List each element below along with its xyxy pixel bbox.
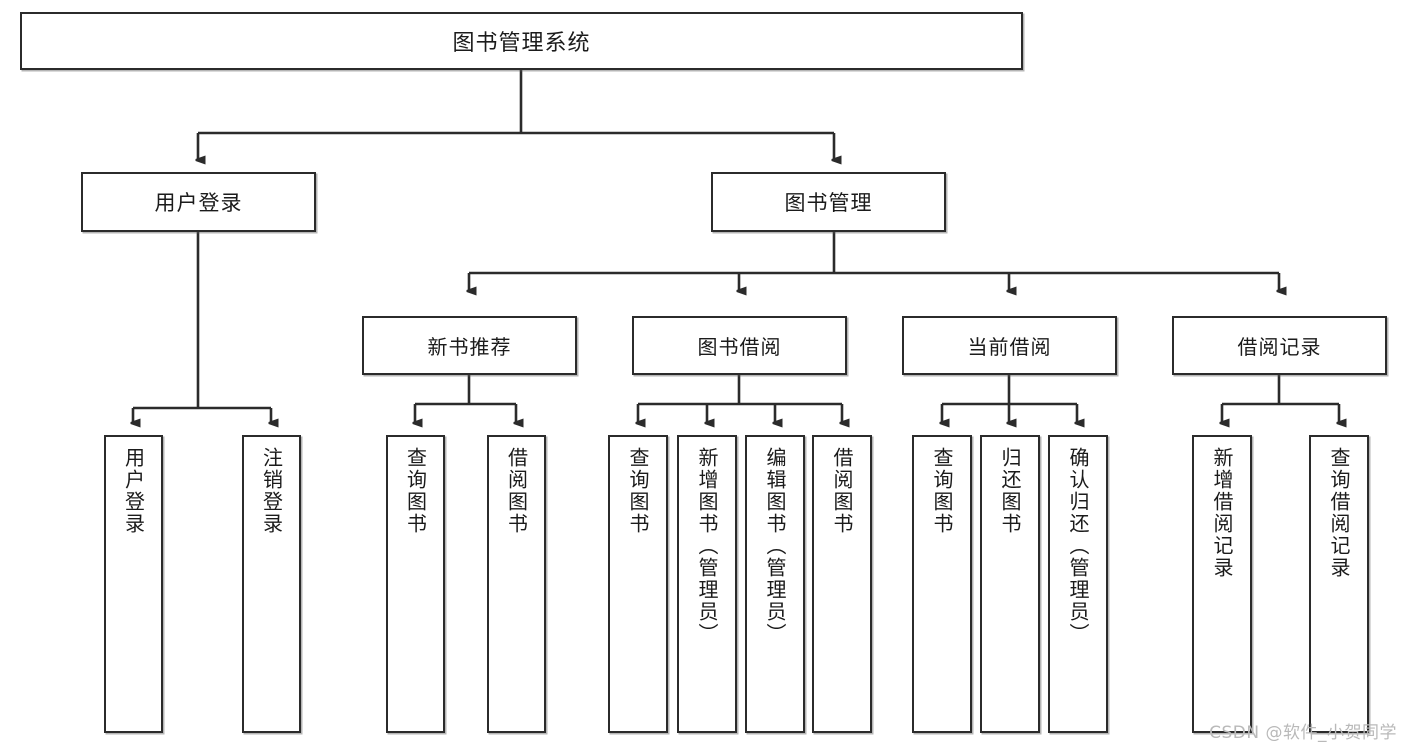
- leaf-user-login[interactable]: 用户登录: [104, 435, 163, 733]
- node-current-borrow-label: 当前借阅: [967, 335, 1052, 359]
- node-book-borrow-label: 图书借阅: [697, 335, 782, 359]
- leaf-add-borrow-record-label: 新增借阅记录: [1210, 447, 1234, 579]
- edge-book-borrow-children: [638, 375, 842, 423]
- node-new-book-recommendation[interactable]: 新书推荐: [362, 316, 577, 375]
- leaf-confirm-return-label: 确认归还（管理员）: [1066, 447, 1090, 645]
- leaf-query-book-borrow-label: 查询图书: [626, 447, 650, 535]
- node-new-book-recommendation-label: 新书推荐: [427, 335, 512, 359]
- leaf-query-borrow-record[interactable]: 查询借阅记录: [1309, 435, 1369, 733]
- node-root-label: 图书管理系统: [452, 31, 591, 56]
- leaf-add-borrow-record[interactable]: 新增借阅记录: [1192, 435, 1252, 733]
- leaf-borrow-book[interactable]: 借阅图书: [812, 435, 872, 733]
- edge-book-manage-children: [469, 232, 1279, 291]
- leaf-logout[interactable]: 注销登录: [242, 435, 301, 733]
- leaf-query-book-borrow[interactable]: 查询图书: [608, 435, 668, 733]
- node-user-login[interactable]: 用户登录: [81, 172, 316, 232]
- node-user-login-label: 用户登录: [154, 191, 243, 215]
- edge-new-book-rec-children: [415, 375, 516, 423]
- edge-user-login-children: [133, 232, 271, 423]
- leaf-edit-book[interactable]: 编辑图书（管理员）: [745, 435, 805, 733]
- watermark: CSDN @软件_小贺同学: [1209, 723, 1397, 743]
- node-book-manage[interactable]: 图书管理: [711, 172, 946, 232]
- leaf-logout-label: 注销登录: [259, 447, 284, 535]
- leaf-user-login-label: 用户登录: [121, 447, 146, 535]
- node-book-borrow[interactable]: 图书借阅: [632, 316, 847, 375]
- node-book-manage-label: 图书管理: [784, 191, 873, 215]
- node-root[interactable]: 图书管理系统: [20, 12, 1023, 70]
- leaf-query-book-current[interactable]: 查询图书: [912, 435, 972, 733]
- leaf-add-book-label: 新增图书（管理员）: [695, 447, 719, 645]
- leaf-borrow-book-recommendation[interactable]: 借阅图书: [487, 435, 546, 733]
- edge-borrow-record-children: [1222, 375, 1339, 423]
- leaf-query-book-recommendation[interactable]: 查询图书: [386, 435, 445, 733]
- leaf-edit-book-label: 编辑图书（管理员）: [763, 447, 787, 645]
- leaf-query-book-current-label: 查询图书: [930, 447, 954, 535]
- node-current-borrow[interactable]: 当前借阅: [902, 316, 1117, 375]
- node-borrow-record-label: 借阅记录: [1237, 335, 1322, 359]
- leaf-borrow-book-recommendation-label: 借阅图书: [504, 447, 529, 535]
- leaf-add-book[interactable]: 新增图书（管理员）: [677, 435, 737, 733]
- leaf-confirm-return[interactable]: 确认归还（管理员）: [1048, 435, 1108, 733]
- leaf-query-borrow-record-label: 查询借阅记录: [1327, 447, 1351, 579]
- leaf-return-book-label: 归还图书: [998, 447, 1022, 535]
- edge-root-children: [198, 70, 834, 160]
- leaf-return-book[interactable]: 归还图书: [980, 435, 1040, 733]
- leaf-query-book-recommendation-label: 查询图书: [403, 447, 428, 535]
- edge-current-borrow-children: [942, 375, 1077, 423]
- node-borrow-record[interactable]: 借阅记录: [1172, 316, 1387, 375]
- leaf-borrow-book-label: 借阅图书: [830, 447, 854, 535]
